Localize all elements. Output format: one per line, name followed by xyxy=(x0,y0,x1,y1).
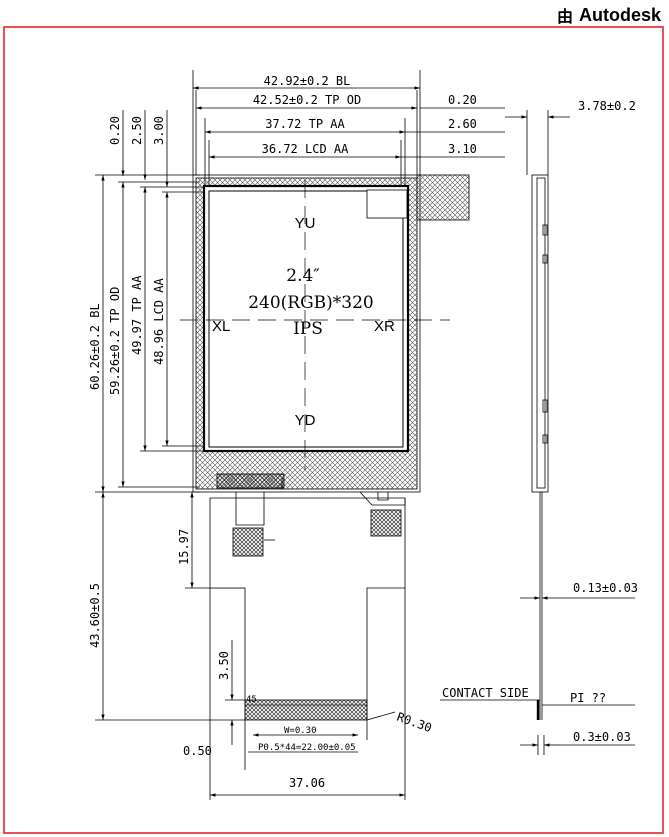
dim-fpc-length: 43.60±0.5 xyxy=(88,583,102,648)
screen-resolution: 240(RGB)*320 xyxy=(248,293,374,313)
dim-side-thickness: 3.78±0.2 xyxy=(578,99,636,113)
dim-top-left-250: 2.50 xyxy=(130,116,144,145)
screen-size: 2.4″ xyxy=(286,266,319,286)
dim-right-260: 2.60 xyxy=(448,117,477,131)
dim-tp-aa-height: 49.97 TP AA xyxy=(130,275,144,355)
dim-bl-width: 42.92±0.2 BL xyxy=(264,74,351,88)
label-yd: YD xyxy=(295,412,316,429)
header: 由 Autodesk xyxy=(0,0,669,28)
dim-lcd-aa-height: 48.96 LCD AA xyxy=(152,278,166,365)
dim-pin-count: 45 xyxy=(246,695,257,705)
contact-side-label: CONTACT SIDE xyxy=(442,686,529,700)
dim-fpc-thickness: 0.13±0.03 xyxy=(573,581,638,595)
dim-tp-aa-width: 37.72 TP AA xyxy=(265,117,345,131)
dim-tp-od-height: 59.26±0.2 TP OD xyxy=(108,287,122,395)
screen-type: IPS xyxy=(293,319,323,339)
dim-tp-od-width: 42.52±0.2 TP OD xyxy=(253,93,361,107)
autodesk-icon: 由 xyxy=(556,7,573,26)
brand[interactable]: 由 Autodesk xyxy=(557,3,661,27)
dim-radius: R0.30 xyxy=(395,710,434,736)
dim-pitch: P0.5*44=22.00±0.05 xyxy=(258,743,356,753)
label-xr: XR xyxy=(374,318,395,335)
dim-pi-thickness: 0.3±0.03 xyxy=(573,730,631,744)
dim-top-left-300: 3.00 xyxy=(152,116,166,145)
dim-edge-offset: 0.50 xyxy=(183,744,212,758)
dim-pin-height: 3.50 xyxy=(217,651,231,680)
label-xl: XL xyxy=(212,318,230,335)
dim-right-020: 0.20 xyxy=(448,93,477,107)
dim-lcd-aa-width: 36.72 LCD AA xyxy=(262,142,349,156)
dim-fpc-width: 37.06 xyxy=(289,776,325,790)
brand-name: Autodesk xyxy=(578,4,661,25)
dim-tab-height: 15.97 xyxy=(177,529,191,565)
dim-right-310: 3.10 xyxy=(448,142,477,156)
label-yu: YU xyxy=(295,215,316,232)
dim-pin-width: W=0.30 xyxy=(284,726,317,736)
dim-top-left-020: 0.20 xyxy=(108,116,122,145)
pi-label: PI ?? xyxy=(570,691,606,705)
dim-bl-height: 60.26±0.2 BL xyxy=(88,303,102,390)
drawing-frame xyxy=(3,26,664,834)
